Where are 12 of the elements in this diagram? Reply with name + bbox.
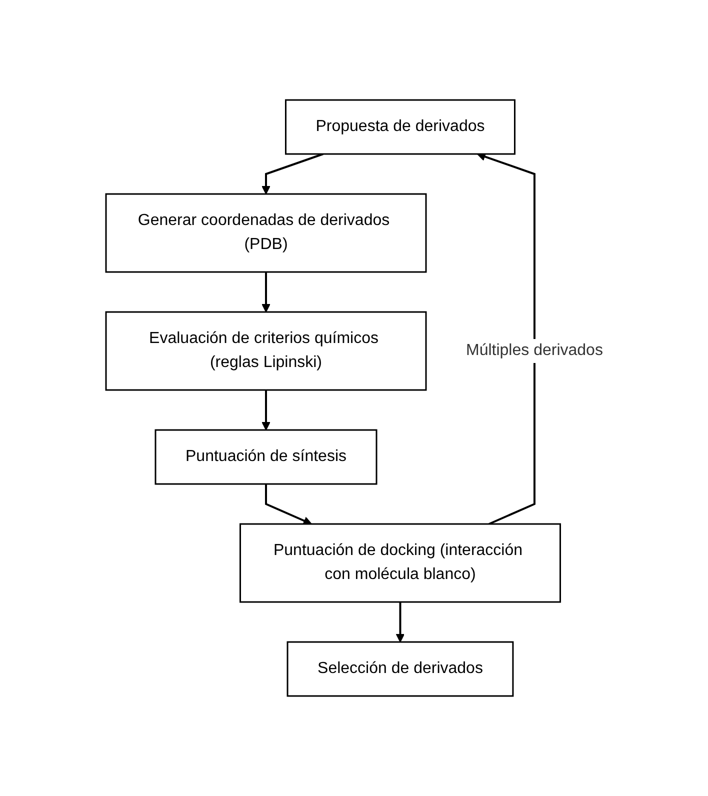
node-box: Generar coordenadas de derivados (PDB) xyxy=(104,193,426,273)
node-box: Selección de derivados xyxy=(286,641,514,697)
node-box: Evaluación de criterios químicos (reglas Lipinski) xyxy=(104,311,426,391)
arrow xyxy=(261,272,270,312)
node-box: Puntuación de síntesis xyxy=(154,429,377,485)
arrow xyxy=(261,153,323,194)
node-box: Propuesta de derivados xyxy=(284,99,515,155)
node-box: Puntuación de docking (interacción con molécula blanco) xyxy=(239,523,560,603)
arrow xyxy=(395,602,404,642)
arrow xyxy=(264,484,312,525)
edge-label: Múltiples derivados xyxy=(466,342,602,359)
arrow xyxy=(261,390,270,430)
